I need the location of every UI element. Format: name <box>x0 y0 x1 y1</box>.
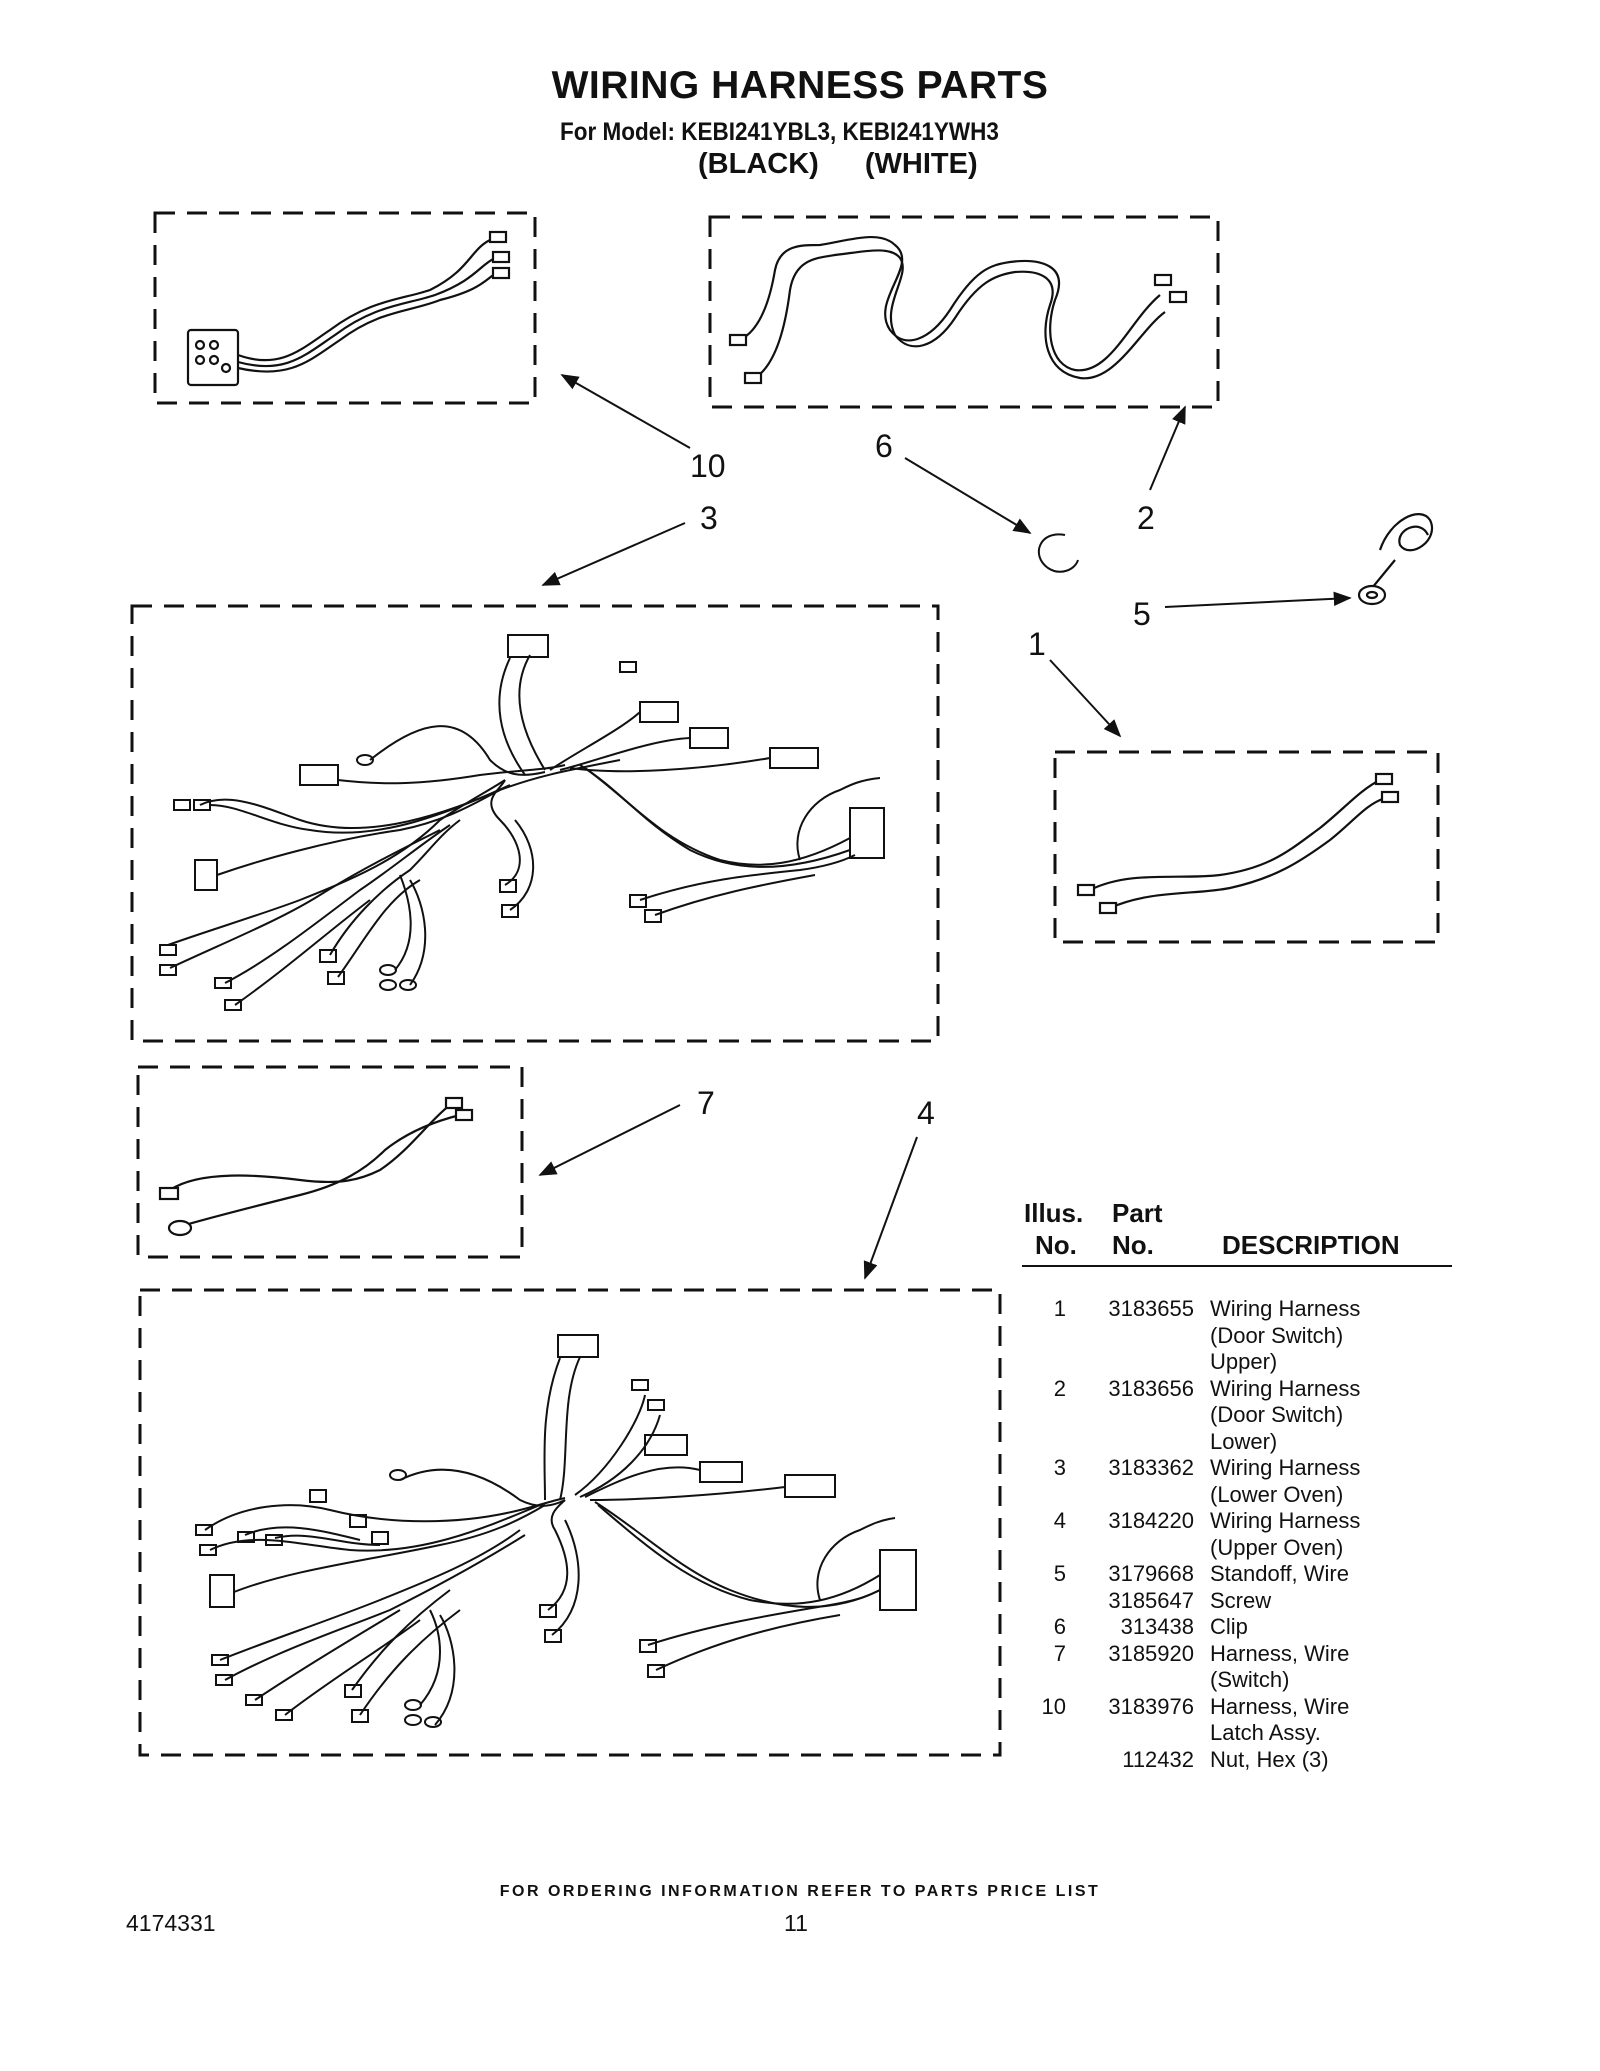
ordering-note: FOR ORDERING INFORMATION REFER TO PARTS … <box>499 1883 1101 1900</box>
standoff-5-drawing <box>1357 513 1434 606</box>
harness-4-drawing <box>195 1334 917 1728</box>
page-title: WIRING HARNESS PARTS <box>551 64 1049 107</box>
document-number: 4174331 <box>126 1910 216 1936</box>
callout-4: 4 <box>917 1095 935 1131</box>
harness-7-drawing <box>158 1096 474 1237</box>
col-description-label: DESCRIPTION <box>1222 1230 1400 1260</box>
callout-10: 10 <box>690 448 726 484</box>
box-part-7 <box>136 1065 524 1259</box>
callout-5: 5 <box>1133 596 1151 632</box>
model-colors: (BLACK) (WHITE) <box>698 148 978 180</box>
callout-2: 2 <box>1137 500 1155 536</box>
harness-2-drawing <box>728 235 1188 385</box>
callout-7: 7 <box>697 1085 715 1121</box>
callout-6: 6 <box>875 428 893 464</box>
col-illus-label: Illus. <box>1024 1198 1084 1228</box>
clip-6-drawing <box>1037 533 1079 573</box>
harness-10-drawing <box>186 230 511 387</box>
table-header-rule <box>1022 1265 1452 1267</box>
model-subtitle: For Model: KEBI241YBL3, KEBI241YWH3 <box>560 118 999 146</box>
callout-3: 3 <box>700 500 718 536</box>
col-illus-no-label: No. <box>1035 1230 1077 1260</box>
col-part-label: Part <box>1112 1198 1163 1228</box>
harness-3-drawing <box>159 634 885 1011</box>
box-part-4 <box>138 1288 1002 1757</box>
box-part-3 <box>130 604 940 1043</box>
callout-1: 1 <box>1028 626 1046 662</box>
page-number: 11 <box>784 1910 808 1936</box>
harness-1-drawing <box>1076 772 1400 915</box>
col-part-no-label: No. <box>1112 1230 1154 1260</box>
